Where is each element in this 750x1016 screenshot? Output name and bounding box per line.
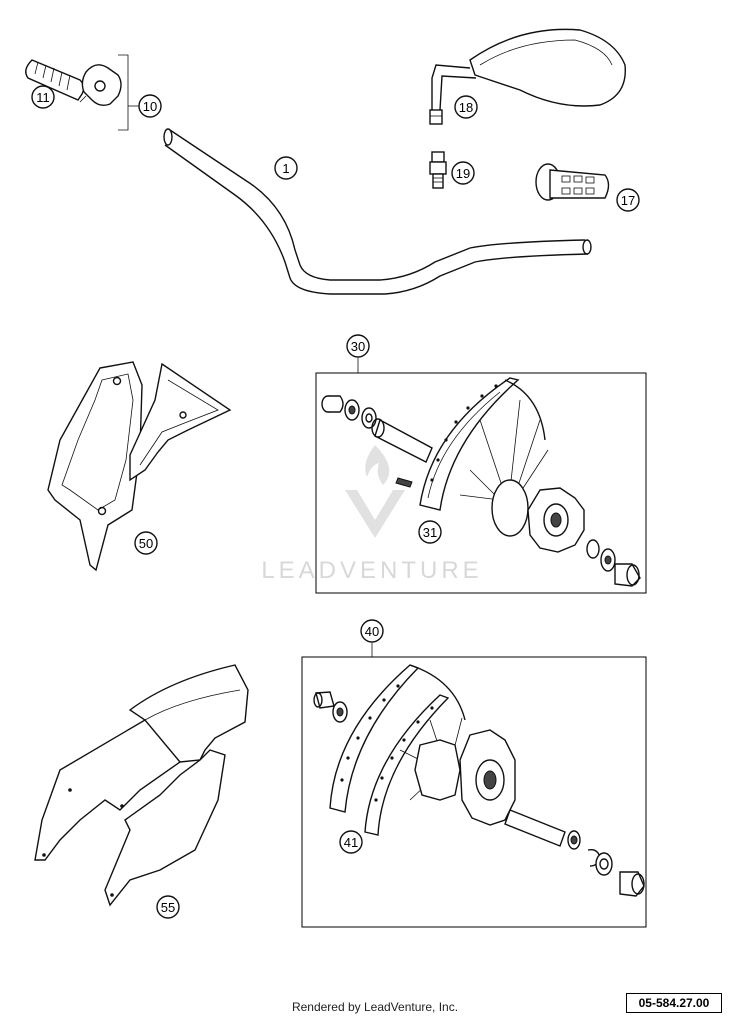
callout-11-label: 11 bbox=[36, 90, 50, 105]
callout-18-label: 18 bbox=[459, 100, 473, 115]
group-bracket-10 bbox=[118, 54, 129, 131]
callout-50[interactable]: 50 bbox=[134, 531, 158, 555]
mirror-adapter-part[interactable] bbox=[429, 151, 447, 189]
callout-1-label: 1 bbox=[282, 161, 289, 176]
callout-30[interactable]: 30 bbox=[346, 334, 370, 358]
callout-55[interactable]: 55 bbox=[156, 895, 180, 919]
callout-10[interactable]: 10 bbox=[138, 94, 162, 118]
footer-credit: Rendered by LeadVenture, Inc. bbox=[291, 1000, 459, 1014]
callout-41-label: 41 bbox=[344, 835, 358, 850]
callout-50-label: 50 bbox=[139, 536, 153, 551]
callout-19[interactable]: 19 bbox=[451, 161, 475, 185]
callout-10-label: 10 bbox=[143, 99, 157, 114]
callout-11[interactable]: 11 bbox=[31, 85, 55, 109]
rear-wheel-frame bbox=[301, 656, 647, 928]
right-grip-part[interactable] bbox=[535, 163, 610, 201]
diagram-code-label: 05-584.27.00 bbox=[626, 993, 722, 1013]
rear-wheel-part[interactable] bbox=[313, 664, 645, 897]
callout-31-label: 31 bbox=[423, 525, 437, 540]
leadventure-watermark: LEADVENTURE bbox=[261, 445, 482, 584]
front-wheel-frame bbox=[315, 372, 647, 594]
callout-18[interactable]: 18 bbox=[454, 95, 478, 119]
handlebar-part[interactable] bbox=[163, 128, 592, 295]
callout-30-label: 30 bbox=[351, 339, 365, 354]
callout-41[interactable]: 41 bbox=[339, 830, 363, 854]
rear-fender-part[interactable] bbox=[34, 664, 249, 907]
callout-40[interactable]: 40 bbox=[360, 619, 384, 643]
fork-guard-part[interactable] bbox=[47, 361, 232, 572]
callout-40-label: 40 bbox=[365, 624, 379, 639]
callout-17-label: 17 bbox=[621, 193, 635, 208]
watermark-text: LEADVENTURE bbox=[261, 557, 482, 584]
callout-19-label: 19 bbox=[456, 166, 470, 181]
callout-55-label: 55 bbox=[161, 900, 175, 915]
callout-31[interactable]: 31 bbox=[418, 520, 442, 544]
throttle-grip-assembly[interactable] bbox=[25, 59, 122, 107]
mirror-part[interactable] bbox=[429, 28, 626, 125]
callout-17[interactable]: 17 bbox=[616, 188, 640, 212]
callout-1[interactable]: 1 bbox=[274, 156, 298, 180]
front-wheel-part[interactable] bbox=[321, 377, 641, 587]
